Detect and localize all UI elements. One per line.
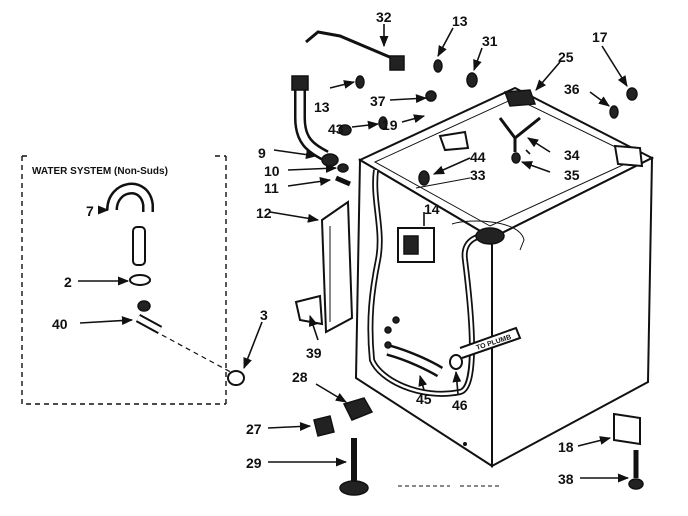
callout-13: 13 — [452, 13, 468, 29]
plate-18 — [613, 412, 641, 446]
callout-10: 10 — [264, 163, 280, 179]
fitting-3 — [227, 370, 245, 386]
harness-32 — [305, 30, 393, 60]
brace-34 — [498, 116, 541, 152]
bracket-12 — [320, 200, 354, 334]
callout-43: 43 — [328, 121, 344, 137]
callout-lines — [78, 24, 630, 483]
callout-44: 44 — [470, 149, 486, 165]
callout-9: 9 — [258, 145, 266, 161]
callout-36: 36 — [564, 81, 580, 97]
callout-18: 18 — [558, 439, 574, 455]
callout-2: 2 — [64, 274, 72, 290]
callout-25: 25 — [558, 49, 574, 65]
block-28 — [342, 397, 374, 421]
callout-37: 37 — [370, 93, 386, 109]
callout-40: 40 — [52, 316, 68, 332]
callout-19: 19 — [382, 117, 398, 133]
callout-29: 29 — [246, 455, 262, 471]
callout-46: 46 — [452, 397, 468, 413]
callout-33: 33 — [470, 167, 486, 183]
callout-17: 17 — [592, 29, 608, 45]
callout-32: 32 — [376, 9, 392, 25]
callout-31: 31 — [482, 33, 498, 49]
callout-14: 14 — [424, 201, 440, 217]
clamp-2 — [129, 274, 151, 286]
callout-28: 28 — [292, 369, 308, 385]
callout-35: 35 — [564, 167, 580, 183]
callout-45: 45 — [416, 391, 432, 407]
washer-cabinet: TO PLUMB — [354, 86, 655, 468]
top-bracket-25 — [503, 89, 537, 107]
callout-38: 38 — [558, 471, 574, 487]
callout-27: 27 — [246, 421, 262, 437]
callout-34: 34 — [564, 147, 580, 163]
clip-39 — [294, 294, 324, 326]
valve-40 — [135, 300, 163, 334]
hose-segment — [132, 226, 146, 266]
callout-7: 7 — [86, 203, 94, 219]
callout-3: 3 — [260, 307, 268, 323]
callout-12: 12 — [256, 205, 272, 221]
callout-13-lower: 13 — [314, 99, 330, 115]
block-27 — [313, 415, 335, 437]
callout-11: 11 — [264, 180, 279, 196]
callout-39: 39 — [306, 345, 322, 361]
callout-numbers: 32 13 31 17 25 36 13 37 19 43 9 10 11 44… — [52, 9, 608, 487]
water-system-inset: WATER SYSTEM (Non-Suds) — [21, 155, 245, 405]
clamp-46 — [449, 354, 463, 370]
inset-title: WATER SYSTEM (Non-Suds) — [32, 166, 168, 177]
loose-parts — [291, 30, 644, 496]
